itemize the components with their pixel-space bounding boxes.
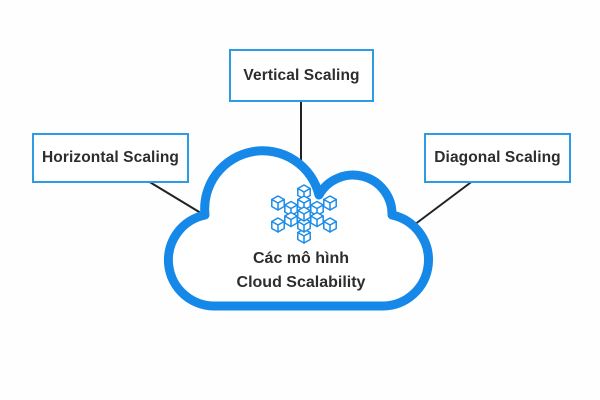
- node-diagonal-scaling-label: Diagonal Scaling: [434, 149, 561, 166]
- node-diagonal-scaling: Diagonal Scaling: [424, 133, 571, 183]
- connector-diagonal: [409, 179, 475, 229]
- cloud-caption-line1: Các mô hình: [252, 250, 349, 267]
- node-horizontal-scaling-label: Horizontal Scaling: [41, 149, 179, 166]
- blockchain-cubes-icon: [271, 184, 337, 244]
- cloud-caption: Các mô hình Cloud Scalability: [190, 247, 412, 295]
- node-vertical-scaling: Vertical Scaling: [229, 49, 374, 102]
- cloud-caption-line2: Cloud Scalability: [236, 274, 366, 291]
- node-vertical-scaling-label: Vertical Scaling: [243, 66, 360, 84]
- node-horizontal-scaling: Horizontal Scaling: [32, 133, 189, 183]
